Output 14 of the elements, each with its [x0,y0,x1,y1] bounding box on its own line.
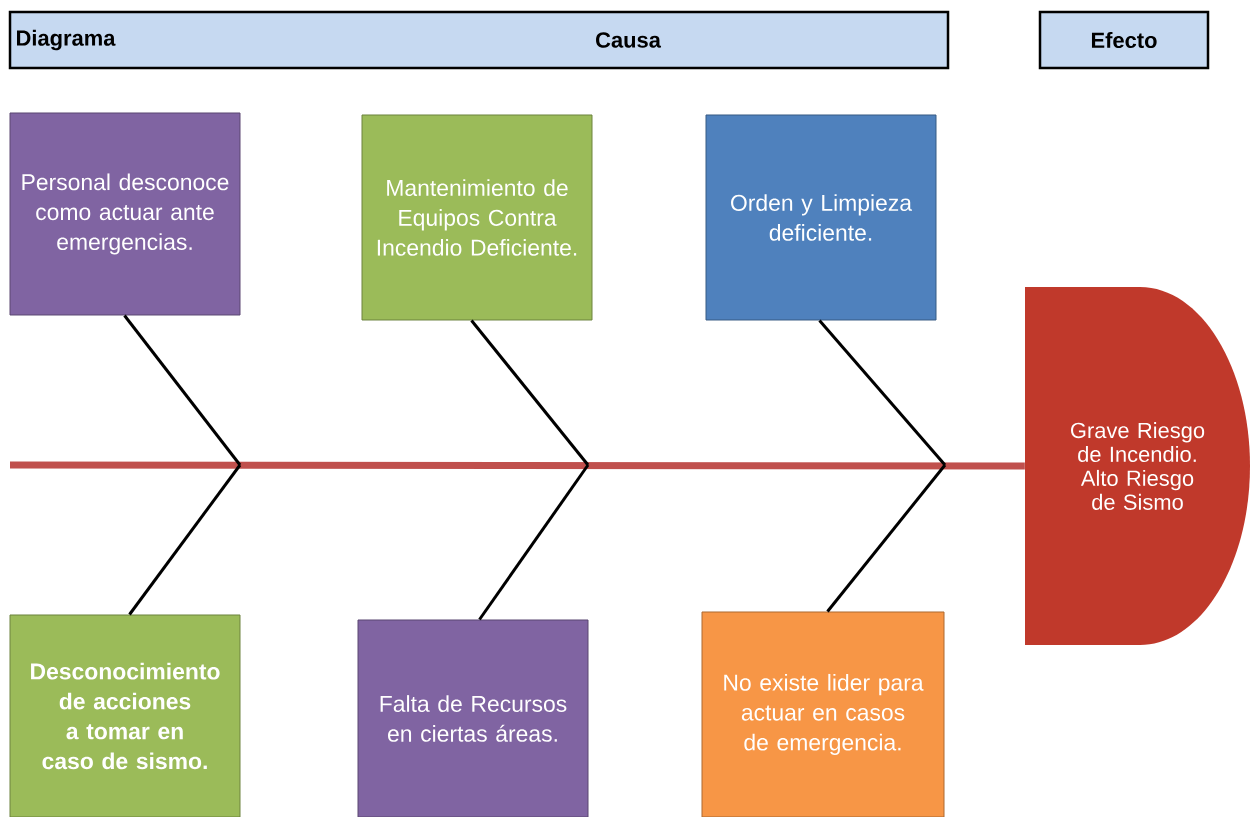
cause-box: Orden y Limpieza deficiente. [705,114,937,321]
bone-line [818,319,947,466]
bone-line [478,464,590,621]
cause-box: No existe lider para actuar en casos de emergencia. [701,611,945,817]
cause-box: Falta de Recursos en ciertas áreas. [357,619,589,817]
cause-box: Desconocimiento de acciones a tomar en caso de sismo. [9,614,241,817]
header-box: Efecto [1038,10,1210,70]
bone-line [470,319,590,466]
bone-line [128,464,242,616]
cause-box: Personal desconoce como actuar ante emergencias. [9,112,241,316]
bone-line [826,464,947,613]
header-bar: Diagrama Causa [8,10,950,70]
bone-line [123,314,242,466]
cause-box: Mantenimiento de Equipos Contra Incendio Deficiente. [361,114,593,321]
